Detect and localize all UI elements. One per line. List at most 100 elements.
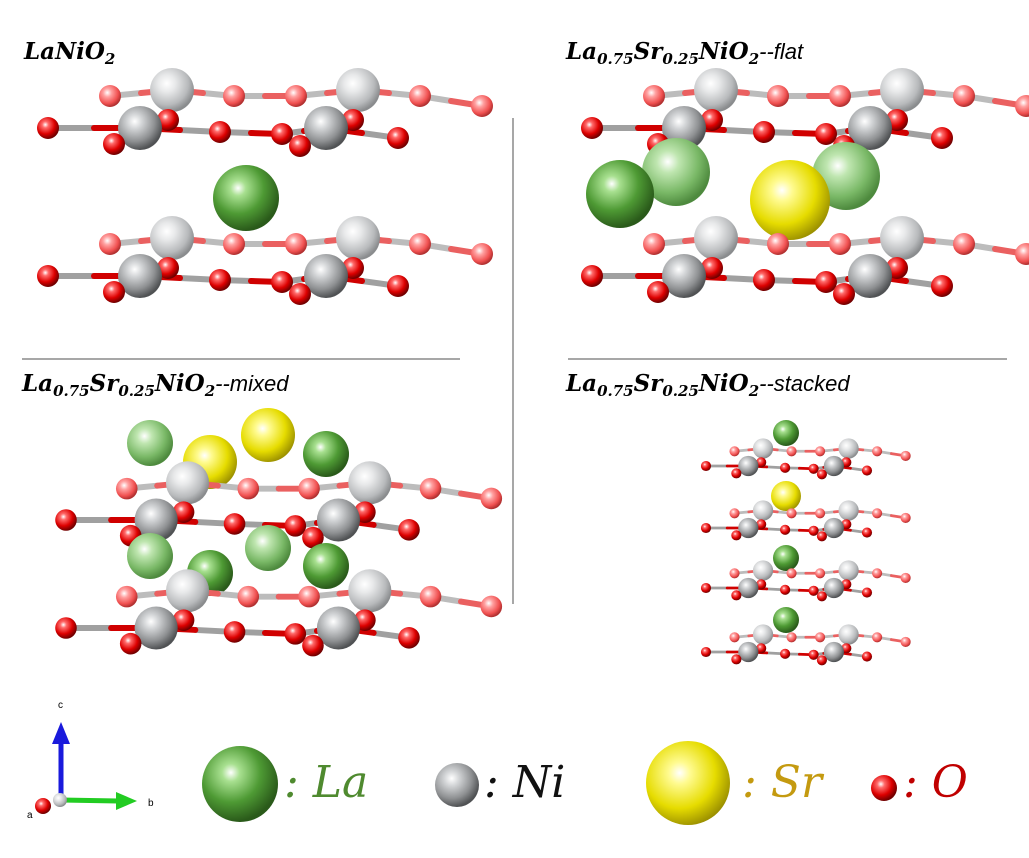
la-atom [773,545,799,571]
legend-o-label: : O [903,757,968,808]
ni-atom [134,498,178,542]
ni-atom [738,517,759,539]
o-atom [99,85,121,107]
ni-atom [738,641,759,663]
o-atom [289,135,311,157]
o-atom [816,469,827,480]
o-atom [284,515,307,537]
o-atom [815,508,826,519]
o-atom [900,450,911,461]
o-atom [872,446,883,457]
o-atom [387,275,409,297]
o-atom [808,649,819,660]
title-la: La [22,370,54,397]
la-atom [127,420,173,466]
o-atom [285,233,307,255]
o-atom [298,585,320,608]
title-sr-sub: 0.25 [118,382,155,400]
o-atom [815,123,837,145]
ni-atom [348,461,392,505]
ni-atom [304,106,348,150]
c-axis-arrow [52,722,70,744]
o-atom [398,627,420,649]
o-atom [581,117,603,139]
title-sr-sub: 0.25 [662,382,699,400]
ni-atom [165,569,210,613]
title-nio: NiO [698,370,749,397]
ni-atom [336,216,380,260]
ni-atom [838,438,859,459]
legend-o-sphere [871,775,897,801]
ni-atom [694,68,738,112]
legend-ni-sphere [435,763,479,807]
ni-atom [848,106,892,150]
title-mixed: La0.75Sr0.25NiO2--mixed [22,370,288,400]
o-atom [872,508,883,519]
la-atom [586,160,654,228]
o-atom [931,127,953,149]
o-atom [172,609,195,631]
la-atom [773,607,799,633]
ni-atom [880,216,924,260]
o-atom [756,579,767,590]
o-atom [285,85,307,107]
o-atom [753,269,775,291]
title-sr: Sr [633,38,663,65]
la-atom [773,420,799,446]
o-atom [419,585,442,608]
o-atom [172,501,195,523]
o-atom [815,446,826,457]
ni-atom [848,254,892,298]
title-lanio2: LaNiO2 [24,38,115,68]
o-atom [223,233,245,255]
title-flat: La0.75Sr0.25NiO2--flat [566,38,803,68]
o-atom [767,85,789,107]
ni-atom [752,438,774,459]
o-atom [731,654,742,665]
o-atom [37,117,59,139]
o-atom [223,513,246,535]
title-sr-sub: 0.25 [662,50,699,68]
o-atom [119,632,142,655]
la-atom [642,138,710,206]
la-atom [303,543,349,589]
ni-atom [752,500,774,521]
o-atom [209,121,231,143]
o-atom [900,512,911,523]
ni-atom [823,577,844,599]
ni-atom [316,606,360,650]
o-atom [816,531,827,542]
c-axis-label: c [58,700,63,711]
o-atom [647,281,669,303]
o-atom [701,257,723,279]
title-suffix: --stacked [759,371,850,396]
ni-atom [823,455,844,477]
legend-ni-label: : Ni [484,757,566,808]
legend-sr-label: : Sr [742,757,822,808]
o-atom [753,121,775,143]
o-atom [786,568,797,579]
ni-atom [316,498,360,542]
ni-atom [304,254,348,298]
b-axis-arrow [116,792,137,810]
ni-atom [823,517,844,539]
o-atom [815,632,826,643]
o-atom [581,265,603,287]
o-atom [298,477,320,500]
origin-marker [53,793,67,807]
title-nio: NiO [698,38,749,65]
ni-atom [838,624,859,645]
ni-atom [823,641,844,663]
o-atom [55,509,77,531]
ni-atom [662,254,706,298]
o-atom [643,85,665,107]
ni-atom [880,68,924,112]
o-atom [409,85,431,107]
o-atom [808,463,819,474]
o-atom [700,460,712,472]
ni-atom [118,254,162,298]
title-sr: Sr [633,370,663,397]
o-atom [237,585,260,608]
o-atom [731,468,742,479]
legend-la-sphere [202,746,278,822]
